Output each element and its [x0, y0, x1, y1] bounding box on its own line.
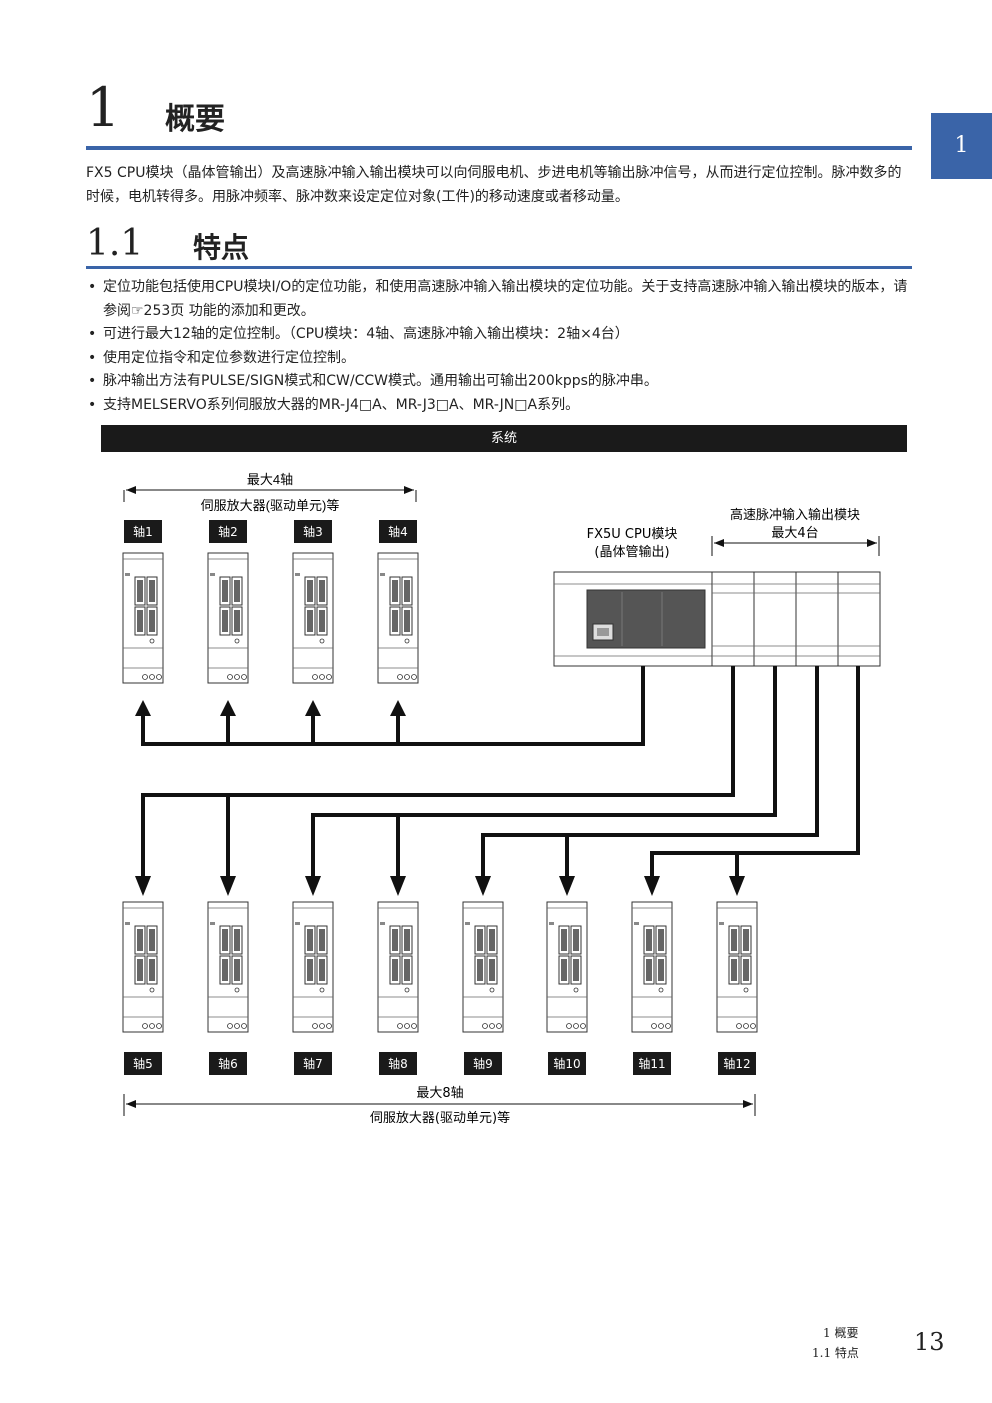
high-speed-io-modules — [711, 571, 881, 667]
axis-label: 轴3 — [303, 524, 323, 539]
feature-item: 脉冲输出方法有PULSE/SIGN模式和CW/CCW模式。通用输出可输出200k… — [86, 370, 916, 394]
servo-amplifier — [716, 901, 758, 1033]
feature-item: 使用定位指令和定位参数进行定位控制。 — [86, 347, 916, 371]
bottom-axis-labels: 轴5 轴6 轴7 轴8 轴9 轴10 轴11 轴12 — [124, 1052, 756, 1075]
footer-chapter: 1 概要 — [823, 1326, 859, 1340]
servo-amplifier — [122, 552, 164, 684]
cpu-sub-label: (晶体管输出) — [594, 544, 669, 560]
chapter-rule — [86, 146, 912, 150]
axis-label: 轴8 — [388, 1056, 408, 1071]
bottom-desc-label: 伺服放大器(驱动单元)等 — [370, 1110, 510, 1126]
bottom-max-label: 最大8轴 — [416, 1086, 463, 1101]
servo-amplifier — [122, 901, 164, 1033]
servo-amplifier — [207, 901, 249, 1033]
axis-label: 轴10 — [553, 1056, 580, 1071]
system-banner: 系统 — [101, 425, 907, 452]
axis-label: 轴2 — [218, 524, 238, 539]
feature-item: 可进行最大12轴的定位控制。（CPU模块：4轴、高速脉冲输入输出模块：2轴×4台… — [86, 323, 916, 347]
feature-item: 定位功能包括使用CPU模块I/O的定位功能，和使用高速脉冲输入输出模块的定位功能… — [86, 276, 916, 323]
top-axis-labels: 轴1 轴2 轴3 轴4 — [124, 520, 417, 543]
top-max-label: 最大4轴 — [247, 472, 293, 487]
axis-label: 轴12 — [723, 1056, 750, 1071]
axis-label: 轴1 — [133, 524, 153, 539]
axis-label: 轴9 — [473, 1056, 493, 1071]
section-title: 特点 — [193, 231, 250, 264]
servo-amplifier — [292, 901, 334, 1033]
chapter-title: 概要 — [165, 102, 225, 137]
chapter-number: 1 — [86, 76, 121, 139]
servo-amplifier — [292, 552, 334, 684]
page-number: 13 — [914, 1328, 945, 1356]
servo-amplifier — [207, 552, 249, 684]
servo-amplifier — [631, 901, 673, 1033]
hs-module-count: 最大4台 — [771, 526, 818, 541]
servo-amplifier — [462, 901, 504, 1033]
hs-module-label: 高速脉冲输入输出模块 — [730, 507, 860, 523]
axis-label: 轴6 — [218, 1056, 238, 1071]
feature-list: 定位功能包括使用CPU模块I/O的定位功能，和使用高速脉冲输入输出模块的定位功能… — [86, 276, 916, 417]
system-diagram: 最大4轴 伺服放大器(驱动单元)等 轴1 轴2 轴3 轴4 FX5U CPU模块… — [122, 472, 881, 1126]
servo-amplifier — [377, 901, 419, 1033]
axis-label: 轴11 — [638, 1056, 665, 1071]
section-number: 1.1 — [86, 223, 144, 264]
axis-label: 轴4 — [388, 524, 408, 539]
intro-paragraph: FX5 CPU模块（晶体管输出）及高速脉冲输入输出模块可以向伺服电机、步进电机等… — [86, 165, 902, 205]
fx5u-cpu-module — [553, 571, 713, 667]
axis-label: 轴7 — [303, 1056, 323, 1071]
footer-section: 1.1 特点 — [812, 1346, 859, 1360]
servo-amplifier — [377, 552, 419, 684]
top-desc-label: 伺服放大器(驱动单元)等 — [201, 498, 340, 513]
servo-amplifier — [546, 901, 588, 1033]
section-rule — [86, 266, 912, 269]
axis-label: 轴5 — [133, 1056, 153, 1071]
feature-item: 支持MELSERVO系列伺服放大器的MR-J4□A、MR-J3□A、MR-JN□… — [86, 394, 916, 418]
chapter-tab[interactable]: 1 — [931, 113, 992, 179]
cpu-label: FX5U CPU模块 — [587, 527, 678, 542]
wiring — [141, 666, 645, 746]
